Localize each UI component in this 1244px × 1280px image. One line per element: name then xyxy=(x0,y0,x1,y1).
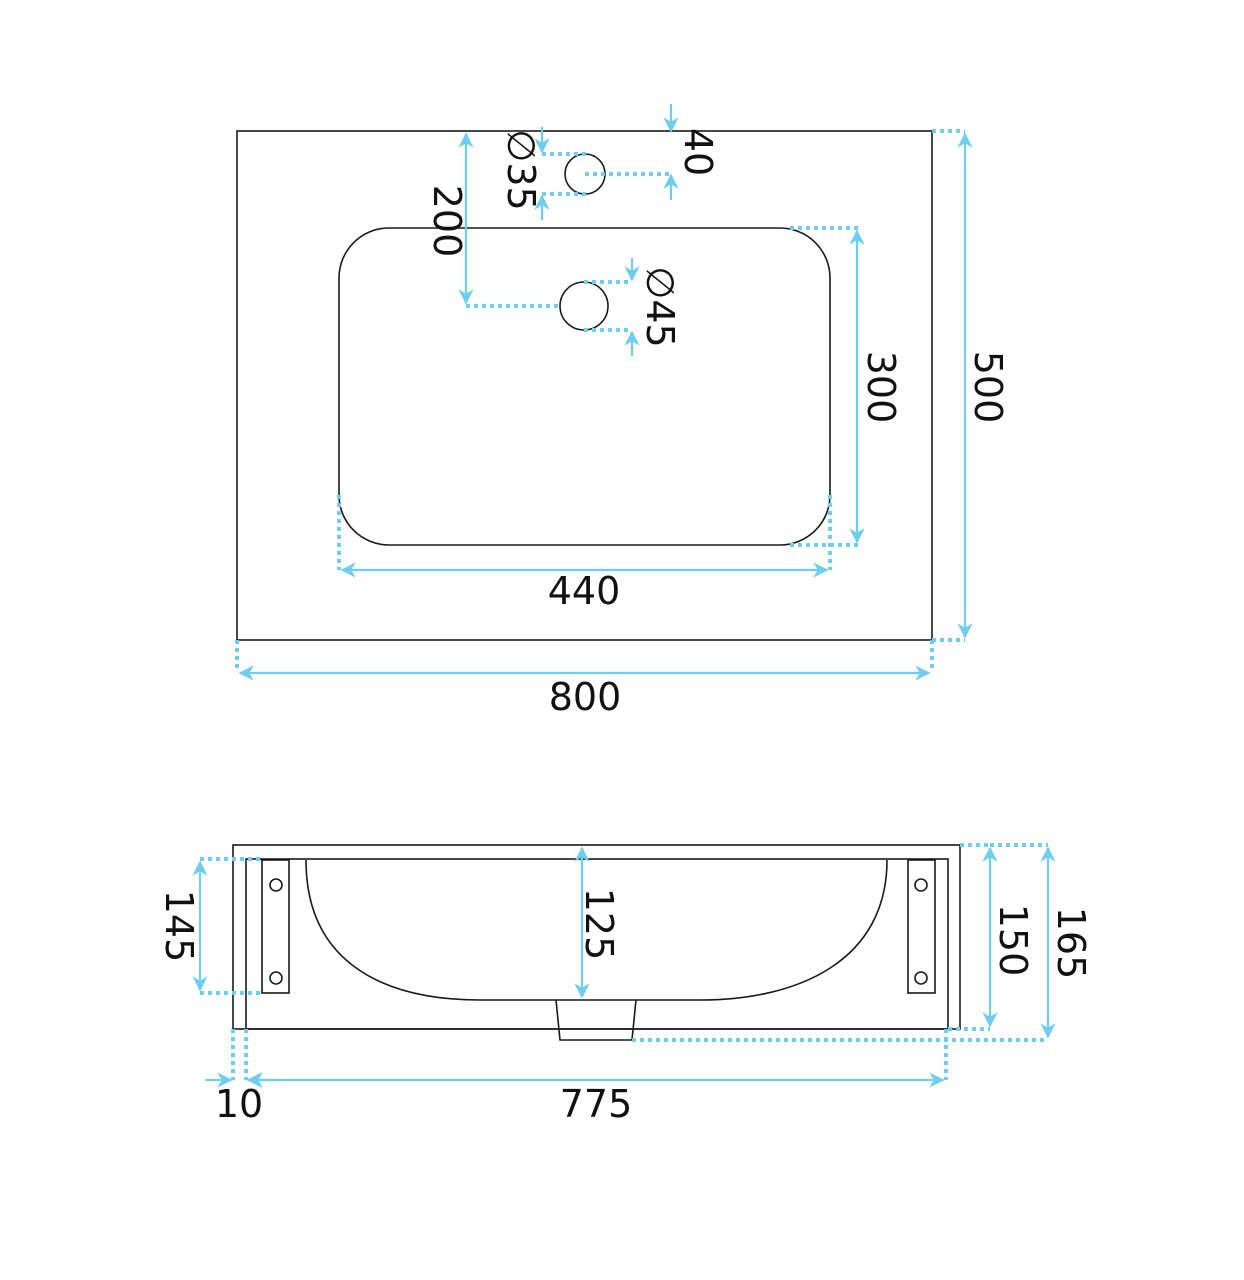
length-label: 775 xyxy=(560,1082,633,1126)
left-bracket-hole-top xyxy=(269,878,283,892)
drain-pipe xyxy=(555,999,637,1041)
right-bracket-hole-bottom xyxy=(914,971,928,985)
countertop-outline xyxy=(236,130,933,641)
left-bracket xyxy=(261,859,290,994)
left-offset-label: 10 xyxy=(215,1082,263,1126)
bowl-height-label: 125 xyxy=(577,888,621,961)
body-height-label: 150 xyxy=(991,904,1035,977)
left-bracket-hole-bottom xyxy=(269,971,283,985)
drain-hole-label: ∅45 xyxy=(638,266,682,347)
bowl-outline xyxy=(338,227,831,546)
right-bracket xyxy=(907,859,936,994)
width-label: 800 xyxy=(549,675,622,719)
tap-offset-label: 200 xyxy=(425,185,469,258)
side-bowl-outline xyxy=(305,859,888,1001)
right-bracket-hole-top xyxy=(914,878,928,892)
total-height-label: 165 xyxy=(1049,907,1093,980)
tap-hole-label: ∅35 xyxy=(499,129,543,210)
bracket-height-label: 145 xyxy=(157,890,201,963)
side-view: 145 125 150 165 10 775 xyxy=(157,843,1093,1126)
side-inner-outline xyxy=(245,858,949,1030)
depth-label: 500 xyxy=(966,351,1010,424)
bowl-depth-label: 300 xyxy=(859,351,903,424)
drain-hole xyxy=(559,281,609,331)
top-view: 800 500 440 300 200 40 ∅35 xyxy=(235,104,1010,719)
tap-edge-label: 40 xyxy=(676,128,720,176)
bowl-width-label: 440 xyxy=(548,569,621,613)
